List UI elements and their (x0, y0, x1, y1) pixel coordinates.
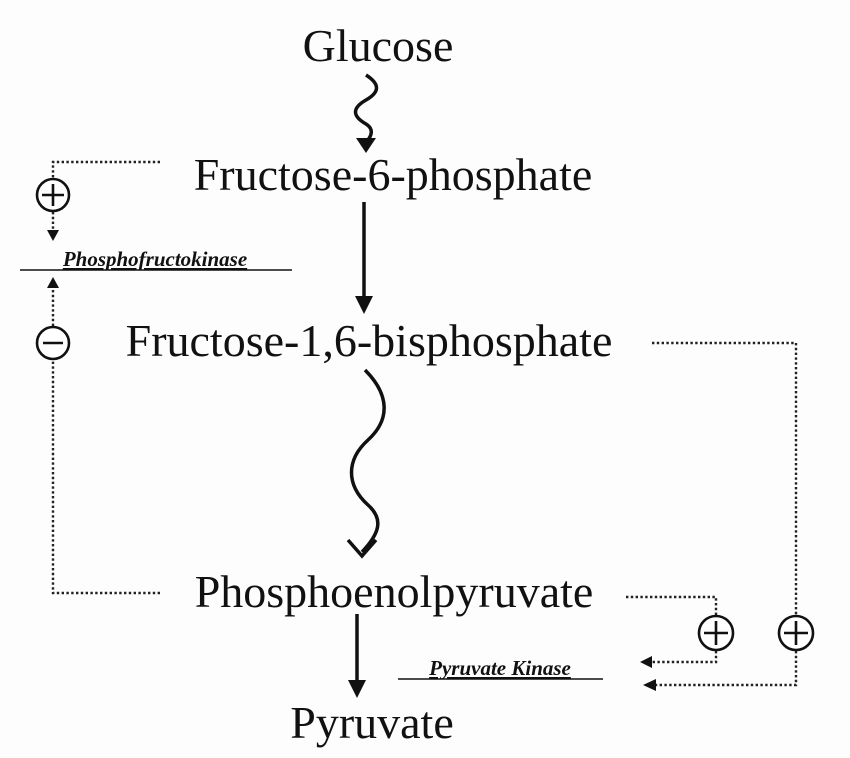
pfk-activator-plus-icon (35, 177, 71, 213)
phosphofructokinase-label: Phosphofructokinase (62, 247, 247, 271)
pyruvate-kinase-label: Pyruvate Kinase (428, 656, 571, 680)
f16bp-activates-pk-arrowhead (643, 679, 656, 691)
pk-activator-f16bp-plus-icon (777, 614, 815, 652)
f16bp-to-pep-arrow (349, 368, 386, 554)
pep-inhibits-pfk-arrowhead (47, 277, 59, 288)
f16bp-to-pep-arrowhead (346, 538, 378, 559)
pep-to-pyruvate-arrowhead (348, 680, 366, 698)
pep-activates-pk-line (626, 595, 718, 615)
pyruvate-label: Pyruvate (290, 697, 454, 748)
f6p-activates-pfk-line (51, 160, 160, 178)
fructose-1-6-bisphosphate-label: Fructose-1,6-bisphosphate (126, 315, 613, 366)
f6p-activates-pfk-arrowhead (47, 230, 59, 241)
pep-inhibits-pfk-line (51, 360, 160, 595)
pep-activates-pk-arrowhead (640, 656, 652, 668)
pep-activates-pk-line-lower (652, 651, 718, 664)
glucose-label: Glucose (303, 20, 454, 71)
pk-activator-pep-plus-icon (697, 614, 735, 652)
f16bp-activates-pk-line (652, 341, 798, 615)
f16bp-activates-pk-line-lower (656, 651, 798, 687)
fructose-6-phosphate-label: Fructose-6-phosphate (194, 149, 593, 200)
phosphoenolpyruvate-label: Phosphoenolpyruvate (195, 566, 594, 617)
pfk-inhibitor-minus-icon (35, 325, 71, 361)
glucose-to-f6p-arrowhead (356, 138, 376, 153)
glucose-to-f6p-arrow (353, 73, 379, 144)
f6p-to-f16bp-arrowhead (355, 296, 373, 314)
